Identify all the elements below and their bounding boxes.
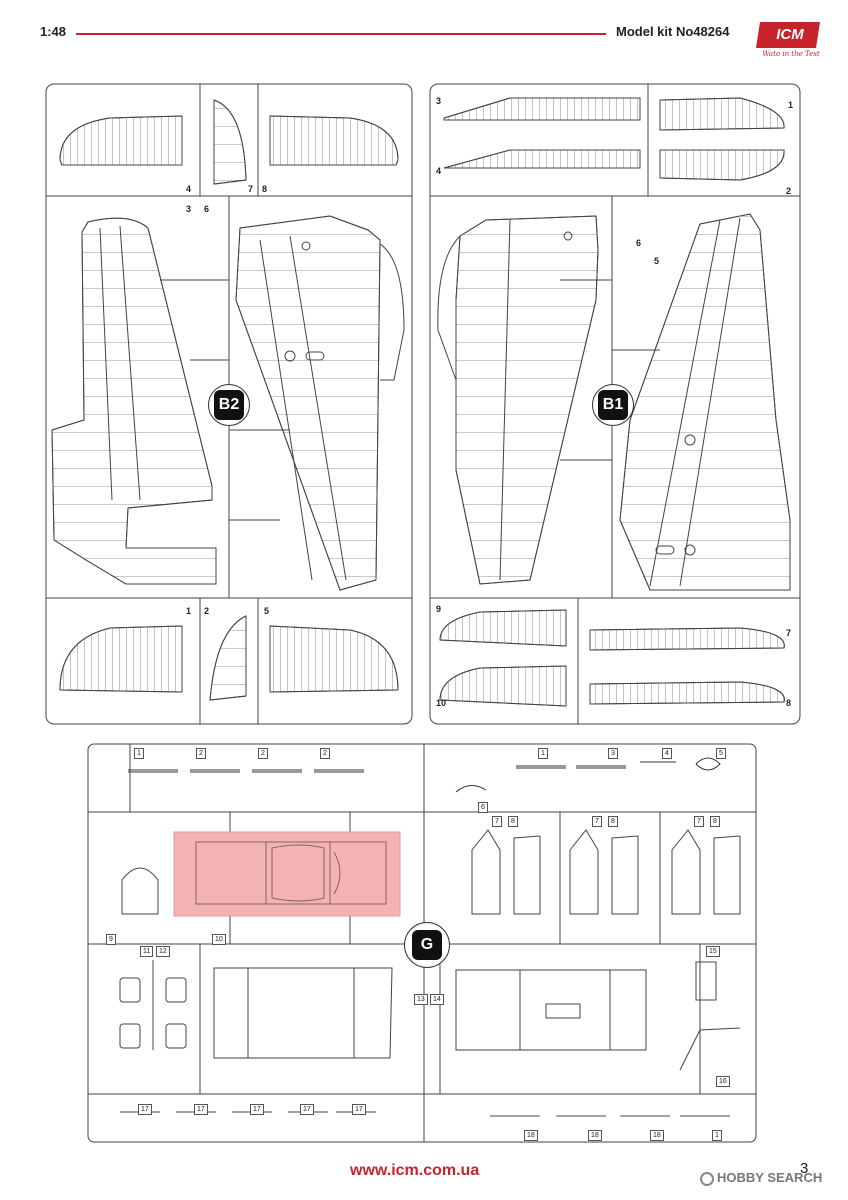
g-label: 13 <box>414 994 428 1005</box>
g-small-guns <box>128 757 721 793</box>
b1-label: 7 <box>786 628 792 638</box>
g-badge: G <box>404 922 450 968</box>
g-label: 11 <box>140 946 154 957</box>
g-label: 8 <box>608 816 618 827</box>
b2-tab-top <box>213 99 247 185</box>
g-label: 7 <box>592 816 602 827</box>
g-label: 8 <box>508 816 518 827</box>
b1-label: 10 <box>436 698 447 708</box>
logo-brand: ICM <box>776 26 804 43</box>
g-label: 2 <box>196 748 206 759</box>
g-label: 1 <box>134 748 144 759</box>
g-label: 17 <box>138 1104 152 1115</box>
logo-tagline: Wato in the Test <box>762 50 820 58</box>
g-label: 8 <box>710 816 720 827</box>
g-label: 7 <box>694 816 704 827</box>
b2-label: 2 <box>204 606 210 616</box>
icm-logo: ICM Wato in the Test <box>756 20 824 64</box>
g-label: 10 <box>212 934 226 945</box>
b1-aileron-top-left <box>443 97 641 169</box>
page-number: 3 <box>800 1160 809 1177</box>
g-label: 4 <box>662 748 672 759</box>
b2-label: 3 <box>186 204 192 214</box>
b2-tab-bottom <box>209 615 247 701</box>
g-label: 18 <box>524 1130 538 1141</box>
b2-label: 1 <box>186 606 192 616</box>
b2-wing-left <box>51 217 217 585</box>
g-label: 18 <box>588 1130 602 1141</box>
g-label: 18 <box>650 1130 664 1141</box>
b1-label: 8 <box>786 698 792 708</box>
b1-label: 4 <box>436 166 442 176</box>
b1-label: 6 <box>636 238 642 248</box>
kit-number: Model kit No48264 <box>616 24 730 39</box>
b2-label: 7 <box>248 184 254 194</box>
logo-shape <box>756 22 820 48</box>
b1-badge: B1 <box>592 384 634 426</box>
g-label: 16 <box>716 1076 730 1087</box>
b2-aileron-right <box>269 625 399 693</box>
g-label: 5 <box>716 748 726 759</box>
g-badge-label: G <box>412 930 442 960</box>
b1-aileron-top-right <box>659 97 785 181</box>
g-label: 17 <box>194 1104 208 1115</box>
b1-wing-left <box>437 215 599 585</box>
watermark-text: HOBBY SEARCH <box>717 1170 823 1185</box>
g-label: 6 <box>478 802 488 813</box>
b2-label: 5 <box>264 606 270 616</box>
b1-badge-label: B1 <box>598 390 628 420</box>
b2-elevator-left <box>59 115 183 166</box>
g-highlighted-panel <box>173 831 401 917</box>
g-label: 1 <box>538 748 548 759</box>
b2-wing-right <box>235 215 405 591</box>
b1-label: 1 <box>788 100 794 110</box>
b1-flap-bottom-right <box>589 627 785 705</box>
g-label: 17 <box>250 1104 264 1115</box>
g-label: 2 <box>258 748 268 759</box>
footer-url[interactable]: www.icm.com.ua <box>350 1162 480 1179</box>
b1-label: 9 <box>436 604 442 614</box>
b1-label: 5 <box>654 256 660 266</box>
g-label: 17 <box>300 1104 314 1115</box>
b1-flap-bottom-left <box>439 609 567 707</box>
b2-badge-label: B2 <box>214 390 244 420</box>
g-bottom-parts <box>119 960 741 1071</box>
sprue-b2-frame <box>45 83 413 725</box>
watermark: HOBBY SEARCH <box>700 1170 822 1186</box>
b1-label: 2 <box>786 186 792 196</box>
scale-label: 1:48 <box>40 24 67 39</box>
g-label: 1 <box>712 1130 722 1141</box>
g-bottom-row <box>120 1111 730 1117</box>
g-tail-assemblies <box>471 829 741 915</box>
g-label: 9 <box>106 934 116 945</box>
b1-label: 3 <box>436 96 442 106</box>
b2-label: 8 <box>262 184 268 194</box>
g-label: 17 <box>352 1104 366 1115</box>
g-label: 2 <box>320 748 330 759</box>
g-label: 3 <box>608 748 618 759</box>
g-nose-cone <box>121 867 159 915</box>
b1-wing-right <box>619 213 791 591</box>
g-label: 7 <box>492 816 502 827</box>
b2-aileron-left <box>59 625 183 693</box>
g-label: 15 <box>706 946 720 957</box>
b2-elevator-right <box>269 115 399 166</box>
hobby-search-icon <box>700 1171 714 1186</box>
g-label: 12 <box>156 946 170 957</box>
b2-label: 4 <box>186 184 192 194</box>
b2-badge: B2 <box>208 384 250 426</box>
b2-label: 6 <box>204 204 210 214</box>
header-rule <box>76 33 606 35</box>
g-label: 14 <box>430 994 444 1005</box>
